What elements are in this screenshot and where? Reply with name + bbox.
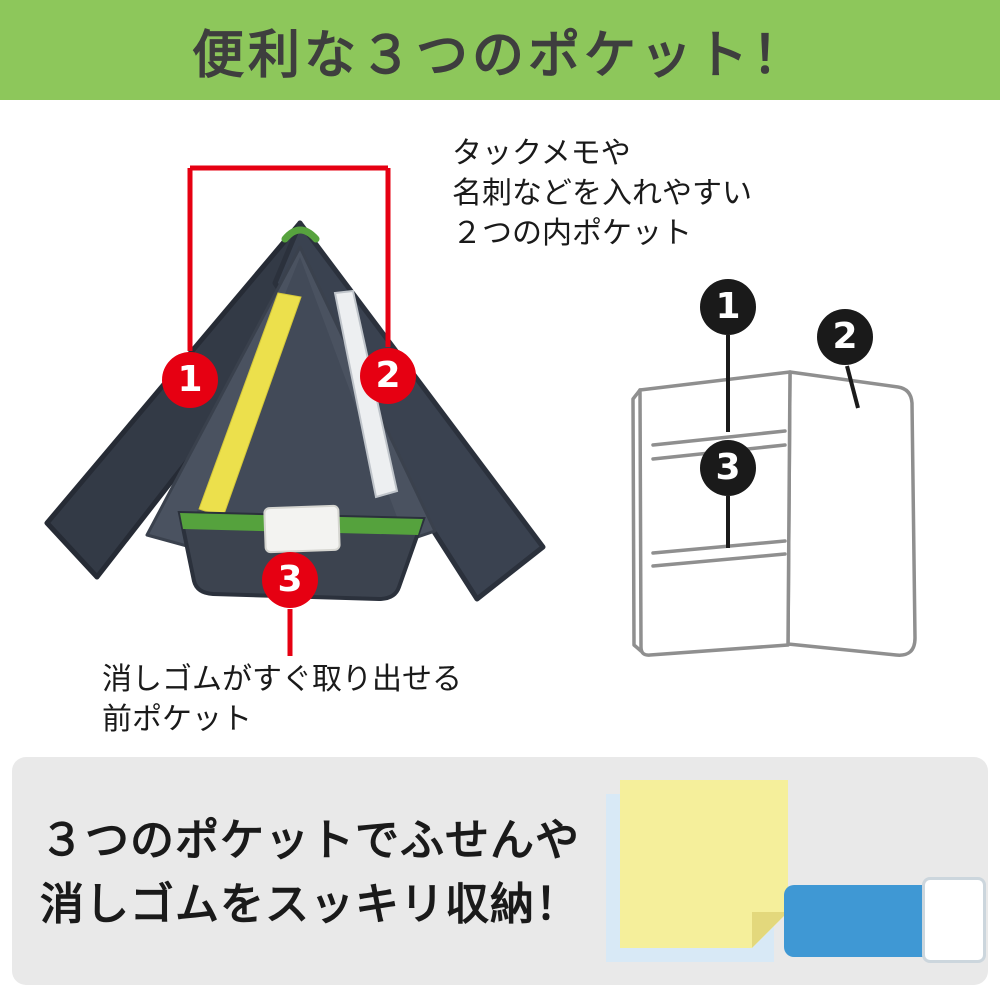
- eraser-body: [784, 885, 949, 957]
- diagram-pocket-line-4: [651, 552, 787, 568]
- green-apex-stitch: [281, 226, 320, 243]
- pocket-2-badge: 2: [360, 348, 416, 404]
- diagram-pocket-line-1: [651, 429, 787, 447]
- diagram-left-edge: [631, 388, 643, 653]
- sticky-note-yellow: [620, 780, 788, 948]
- front-pocket-line-2: 前ポケット: [102, 702, 252, 737]
- diagram-3-badge: 3: [700, 440, 756, 496]
- diagram-2-badge: 2: [817, 309, 873, 365]
- pencase-inner-shade: [193, 257, 397, 559]
- summary-line-2: 消しゴムをスッキリ収納！: [40, 879, 580, 930]
- inner-pockets-line-3: ２つの内ポケット: [452, 216, 692, 251]
- diagram-front-face: [638, 370, 792, 657]
- summary-panel: ３つのポケットでふせんや 消しゴムをスッキリ収納！: [12, 757, 988, 985]
- summary-caption: ３つのポケットでふせんや 消しゴムをスッキリ収納！: [40, 809, 580, 937]
- header-banner: 便利な３つのポケット！: [0, 0, 1000, 100]
- eraser-sleeve: [922, 877, 986, 963]
- diagram-side-flap: [786, 370, 917, 657]
- inner-pockets-line-1: タックメモや: [452, 136, 631, 171]
- feature-area: 1 2 3 1 2 3 タックメモや 名刺などを入れやすい ２つの内ポケット 消…: [0, 100, 1000, 757]
- page-title: 便利な３つのポケット！: [191, 25, 808, 86]
- pocket-3-badge: 3: [262, 552, 318, 608]
- inner-pockets-annotation: タックメモや 名刺などを入れやすい ２つの内ポケット: [452, 134, 752, 254]
- front-pocket-annotation: 消しゴムがすぐ取り出せる 前ポケット: [102, 660, 462, 740]
- pocket-1-badge: 1: [162, 352, 218, 408]
- diagram-pocket-line-3: [651, 539, 787, 555]
- summary-line-1: ３つのポケットでふせんや: [40, 815, 580, 866]
- pencase-line-diagram: [631, 370, 917, 657]
- diagram-1-badge: 1: [700, 279, 756, 335]
- inner-pockets-line-2: 名刺などを入れやすい: [452, 176, 752, 211]
- eraser-in-front-pocket: [263, 504, 341, 554]
- eraser-illustration: [784, 875, 989, 965]
- front-pocket-line-1: 消しゴムがすぐ取り出せる: [102, 662, 462, 697]
